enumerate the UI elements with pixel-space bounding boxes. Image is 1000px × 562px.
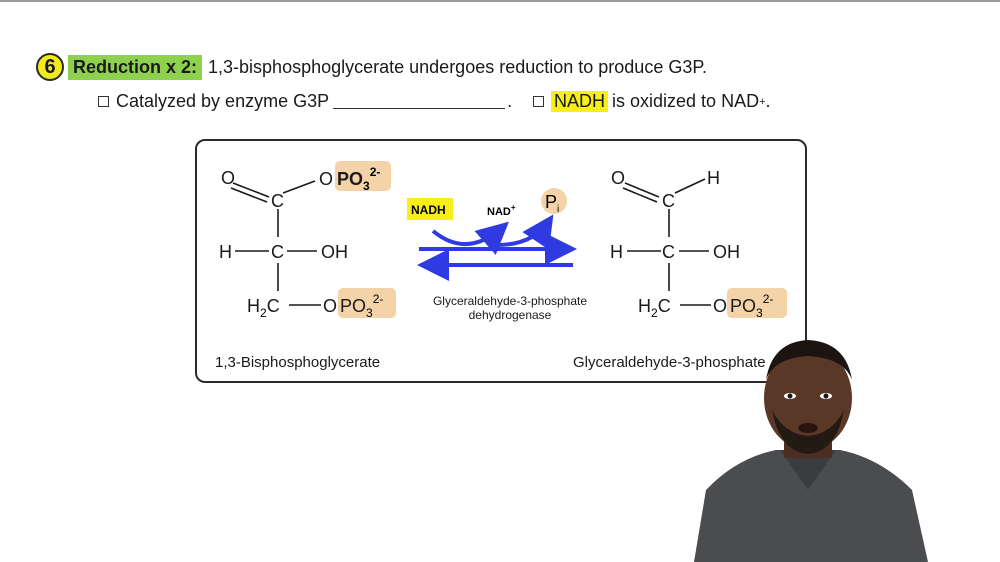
step-description: 1,3-bisphosphoglycerate undergoes reduct…: [208, 56, 708, 77]
step-number-badge: 6: [36, 53, 64, 81]
oxygen-label: O: [611, 168, 625, 188]
product-structure: O H C H C OH H2C O PO32- Glyceraldehyde-…: [573, 168, 787, 371]
carbon-label: C: [271, 191, 284, 211]
hydrogen-label: H: [610, 242, 623, 262]
hydrogen-label: H: [707, 168, 720, 188]
phosphate-highlight: [335, 161, 391, 191]
enzyme-name-line2: dehydrogenase: [469, 308, 552, 322]
reaction-diagram-svg: O C O PO32- H C OH H2C O PO32- 1,3-Bisph…: [215, 161, 787, 371]
phosphate-highlight: [338, 288, 396, 318]
phosphate-group: PO32-: [730, 292, 773, 320]
reaction-arrows: NADH NAD+ Pi Glyceraldehyde-3-phosphate …: [407, 188, 587, 322]
note-catalyzed: Catalyzed by enzyme G3P .: [98, 91, 512, 112]
enzyme-name-line1: Glyceraldehyde-3-phosphate: [433, 294, 587, 308]
ch2-label: H2C: [638, 296, 671, 320]
checkbox-icon: [533, 96, 544, 107]
checkbox-icon: [98, 96, 109, 107]
catalyzed-end: .: [507, 91, 513, 111]
carbon-label: C: [662, 242, 675, 262]
hydroxyl-label: OH: [713, 242, 740, 262]
nadh-label: NADH: [411, 203, 446, 217]
fill-in-blank: [333, 94, 506, 109]
nad-plus-label: NAD+: [487, 203, 516, 218]
oxygen-label: O: [713, 296, 727, 316]
phosphate-group: PO32-: [340, 292, 383, 320]
oxygen-label: O: [319, 169, 333, 189]
nadh-badge: [407, 198, 453, 220]
hydrogen-label: H: [219, 242, 232, 262]
phosphate-curved-arrow: [496, 214, 554, 250]
reaction-diagram-panel: O C O PO32- H C OH H2C O PO32- 1,3-Bisph…: [195, 139, 807, 383]
note-oxidized: NADH is oxidized to NAD+.: [533, 91, 771, 112]
oxygen-label: O: [323, 296, 337, 316]
carbon-label: C: [271, 242, 284, 262]
inorganic-phosphate-label: Pi: [545, 192, 559, 215]
ch2-label: H2C: [247, 296, 280, 320]
phosphate-highlight: [727, 288, 787, 318]
catalyzed-text: Catalyzed by enzyme G3P: [116, 91, 330, 111]
step-title: Reduction x 2:: [68, 54, 203, 80]
oxygen-label: O: [221, 168, 235, 188]
cofactor-curved-arrow: [431, 221, 509, 255]
phosphate-group: PO32-: [337, 165, 380, 193]
oxidized-text: is oxidized to NAD: [612, 91, 760, 111]
nadh-highlight: NADH: [551, 91, 609, 112]
phosphate-circle: [541, 188, 567, 214]
oxidized-sup: +: [759, 95, 766, 108]
step-header: 6 Reduction x 2: 1,3-bisphosphoglycerate…: [36, 52, 707, 82]
hydroxyl-label: OH: [321, 242, 348, 262]
product-name: Glyceraldehyde-3-phosphate: [573, 354, 766, 371]
carbon-label: C: [662, 191, 675, 211]
reactant-name: 1,3-Bisphosphoglycerate: [215, 354, 380, 371]
reactant-structure: O C O PO32- H C OH H2C O PO32- 1,3-Bisph…: [215, 161, 396, 371]
oxidized-end: .: [765, 91, 771, 111]
top-divider: [0, 0, 1000, 2]
presenter-video: [694, 340, 928, 562]
